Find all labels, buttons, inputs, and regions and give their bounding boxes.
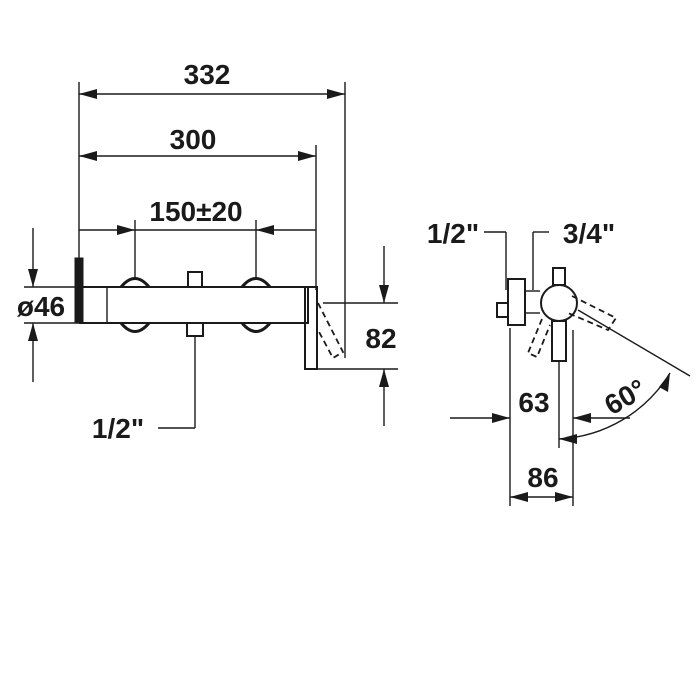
outlet-thread-label: 1/2" <box>92 413 144 444</box>
depth-63-label: 63 <box>518 387 549 418</box>
side-body <box>496 267 618 448</box>
dimension-300: 300 <box>79 124 316 161</box>
dimension-label-inlet-spacing: 150±20 <box>149 196 242 227</box>
dimension-label-diameter: ø46 <box>17 291 65 322</box>
dimension-332: 332 <box>79 59 345 99</box>
dimension-inlet-spacing: 150±20 <box>79 196 316 235</box>
side-outlet-thread-label: 1/2" <box>427 218 479 249</box>
side-inlet-thread-label: 3/4" <box>563 218 615 249</box>
dimension-label-length: 300 <box>170 124 217 155</box>
dimension-label-height: 82 <box>365 323 396 354</box>
lever-angle-label: 60° <box>599 373 651 421</box>
outlet-thread-callout: 1/2" <box>92 336 196 444</box>
dimension-label-overall-length: 332 <box>184 59 231 90</box>
side-view: 1/2" 3/4" <box>427 218 691 506</box>
mixer-body <box>74 257 345 370</box>
dimension-height: 82 <box>318 246 398 426</box>
dimension-depth-86: 86 <box>510 462 573 502</box>
thread-callouts: 1/2" 3/4" <box>427 218 615 290</box>
dimension-depth-63: 63 <box>450 328 630 506</box>
depth-86-label: 86 <box>527 462 558 493</box>
dimension-lever-angle: 60° <box>558 309 691 444</box>
dimension-diameter: ø46 <box>17 228 100 382</box>
front-view: 332 300 150±20 ø46 <box>17 59 398 444</box>
